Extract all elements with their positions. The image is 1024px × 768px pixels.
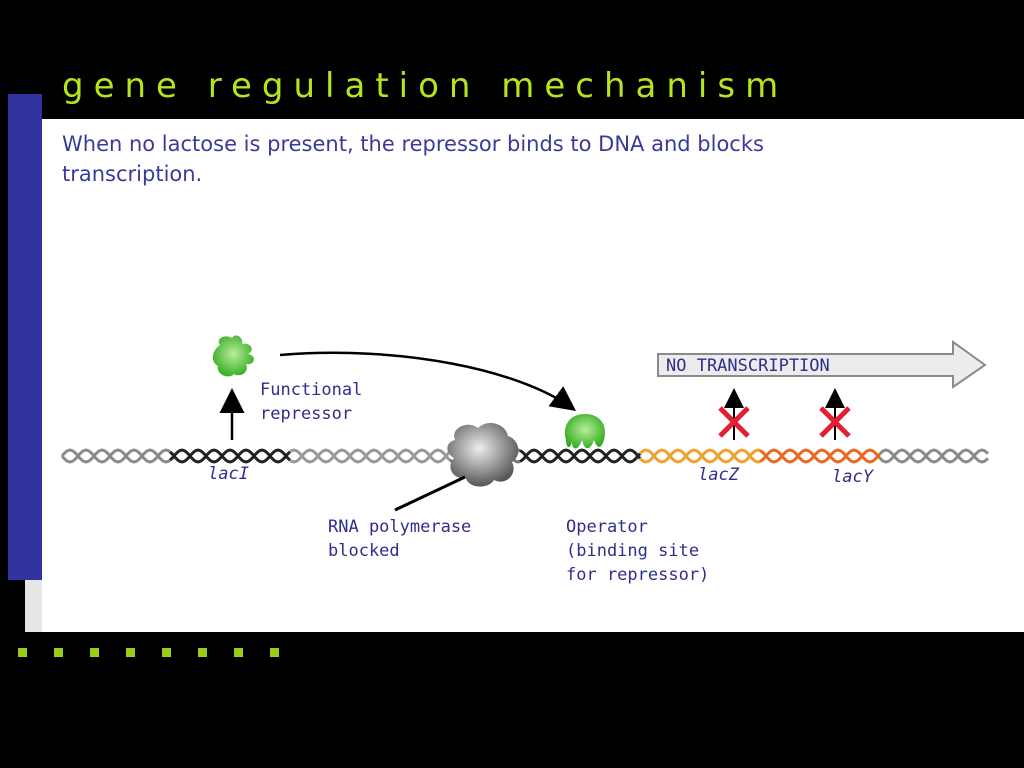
footer-dot xyxy=(90,648,99,657)
dna-backbone xyxy=(289,448,452,464)
slide-title: gene regulation mechanism xyxy=(62,66,789,106)
footer-dots xyxy=(18,648,279,657)
dna-backbone xyxy=(759,448,882,464)
dna-backbone xyxy=(519,448,642,464)
blocked-lacY-arrow xyxy=(819,388,851,440)
label-lacY: lacY xyxy=(832,467,873,487)
polymerase-pointer-line xyxy=(394,475,466,512)
label-no-transcription: NO TRANSCRIPTION xyxy=(666,356,830,376)
dna-backbone xyxy=(878,448,990,464)
label-functional-repressor: Functional repressor xyxy=(260,380,363,424)
dna-backbone xyxy=(759,448,882,464)
blocked-lacZ-arrow xyxy=(718,388,750,440)
dna-backbone xyxy=(519,448,642,464)
footer-dot xyxy=(18,648,27,657)
footer-dot xyxy=(234,648,243,657)
dna-backbone xyxy=(60,448,171,464)
rna-polymerase-icon xyxy=(447,422,519,487)
dna-strand xyxy=(60,448,990,464)
no-transcription-arrow xyxy=(657,340,987,389)
dna-backbone xyxy=(289,448,452,464)
dna-backbone xyxy=(878,448,990,464)
footer-dot xyxy=(198,648,207,657)
footer-dot xyxy=(162,648,171,657)
label-rna-polymerase: RNA polymerase blocked xyxy=(328,517,472,561)
dna-backbone xyxy=(60,448,171,464)
footer-dot xyxy=(270,648,279,657)
x-mark-icon xyxy=(718,406,750,438)
dna-backbone xyxy=(168,448,292,464)
dna-backbone xyxy=(638,448,761,464)
bound-repressor-icon xyxy=(564,414,606,449)
label-lacZ: lacZ xyxy=(698,465,739,485)
functional-repressor-icon xyxy=(212,335,254,377)
sidebar-accent-grey xyxy=(25,580,42,632)
label-operator: Operator (binding site for repressor) xyxy=(566,517,710,585)
sidebar-accent-bar xyxy=(8,94,42,580)
footer-dot xyxy=(54,648,63,657)
x-mark-icon xyxy=(819,406,851,438)
slide-subtitle: When no lactose is present, the represso… xyxy=(62,132,764,186)
dna-backbone xyxy=(638,448,761,464)
footer-dot xyxy=(126,648,135,657)
label-lacI: lacI xyxy=(208,464,249,484)
binding-arrow xyxy=(279,351,577,411)
